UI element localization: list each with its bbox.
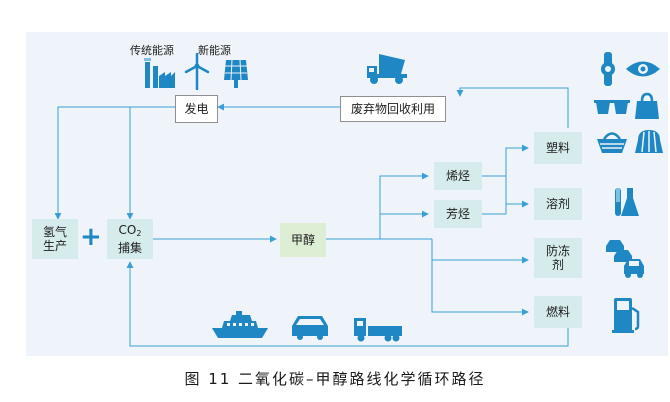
eye-icon [626,61,660,77]
new-energy-label: 新能源 [198,44,231,57]
sunglasses-icon [594,100,630,114]
methanol-box: 甲醇 [280,223,326,257]
olefin-label: 烯烃 [445,169,470,183]
aromatic-box: 芳烃 [434,200,482,228]
solar-panel-icon [224,59,248,88]
cars-icon [606,240,644,278]
solvent-box: 溶剂 [534,188,582,220]
arrow-to-plastic [505,144,529,214]
arrow-fuel-to-co2 [126,261,569,347]
power-generation-box: 发电 [175,95,218,123]
dump-truck-icon [367,54,407,84]
olefin-box: 烯烃 [434,162,482,190]
car-icon [292,316,328,340]
hydrogen-production-box: 氢气 生产 [32,219,78,259]
solvent-label: 溶剂 [545,197,570,211]
arrow-plastic-to-waste [456,87,569,128]
aromatic-label: 芳烃 [445,207,470,221]
plastic-label: 塑料 [545,141,570,155]
traditional-energy-label: 传统能源 [130,44,174,57]
bag-icon [635,92,659,119]
power-generation-label: 发电 [184,102,209,116]
antifreeze-label-line2: 剂 [551,258,564,272]
fuel-label: 燃料 [545,305,570,319]
factory-icon [144,58,175,88]
plus-sign: + [80,222,102,252]
truck-icon [354,318,402,342]
co2-label: CO2 [118,223,142,238]
basket-icon [597,132,627,153]
wearable-icon [601,52,615,86]
antifreeze-box: 防冻 剂 [534,238,582,278]
lab-flask-icon [615,188,639,216]
wind-turbine-icon [184,52,210,90]
hydrogen-label-line2: 生产 [42,239,67,253]
hat-icon [635,130,663,153]
hydrogen-label-line1: 氢气 [42,225,67,239]
methanol-label: 甲醇 [290,233,315,247]
ship-icon [212,311,268,338]
arrow-to-fuel [431,239,529,316]
figure-caption: 图 11 二氧化碳–甲醇路线化学循环路径 [184,370,486,388]
fuel-box: 燃料 [534,296,582,328]
capture-label: 捕集 [117,241,142,255]
fuel-pump-icon [612,298,640,333]
waste-recycling-box: 废弃物回收利用 [340,96,446,122]
co2-capture-box: CO2 捕集 [107,219,153,259]
antifreeze-label-line1: 防冻 [545,244,570,258]
waste-recycling-label: 废弃物回收利用 [350,102,435,116]
plastic-box: 塑料 [534,132,582,164]
arrow-to-olefin [379,172,429,239]
arrow-power-to-hydrogen [54,106,175,220]
